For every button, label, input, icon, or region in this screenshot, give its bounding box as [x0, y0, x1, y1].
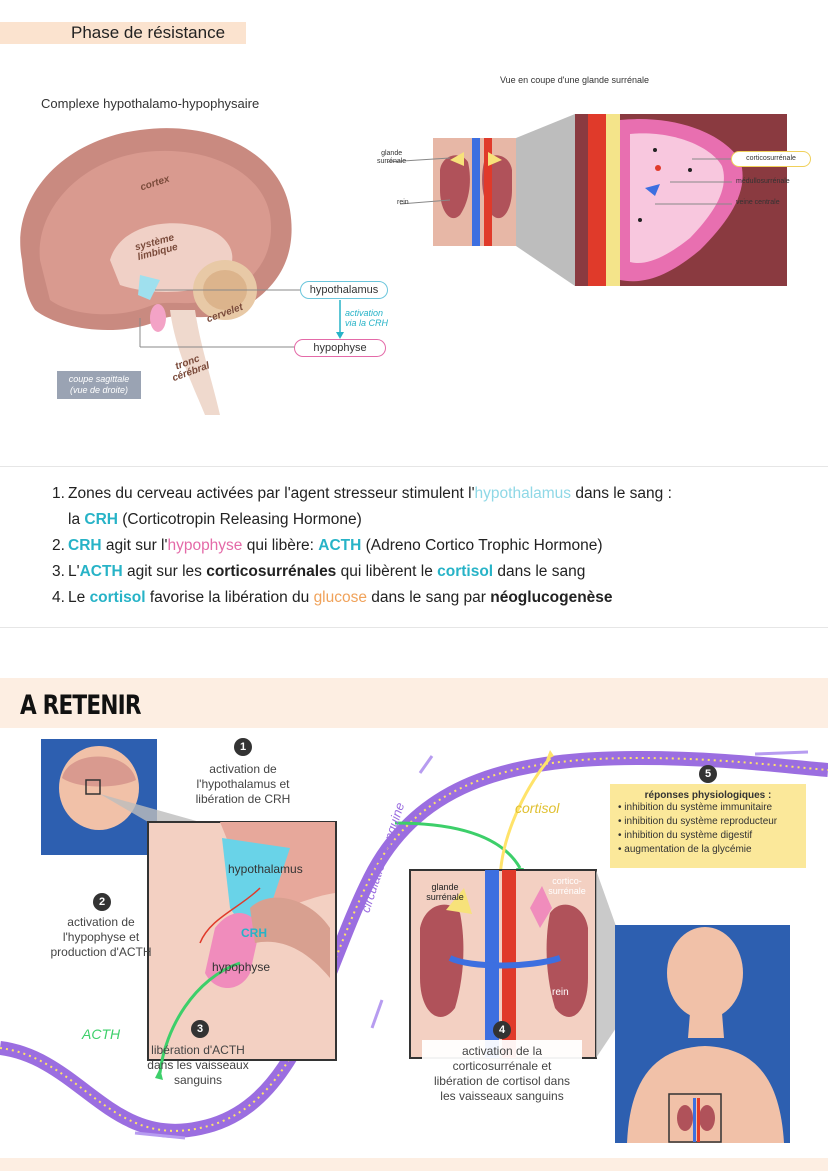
retenir-title: A RETENIR: [20, 690, 141, 721]
medullosurrenale-label: médullosurrénale: [736, 178, 790, 185]
cortisol-label: cortisol: [515, 800, 560, 816]
badge-1: 1: [234, 738, 252, 756]
badge-4: 4: [493, 1021, 511, 1039]
brain-caption-box: coupe sagittale (vue de droite): [57, 371, 141, 399]
step-1: 1.Zones du cerveau activées par l'agent …: [52, 485, 672, 502]
crh-label: CRH: [241, 926, 267, 940]
step-1-cont: la CRH (Corticotropin Releasing Hormone): [68, 511, 362, 528]
step-4: 4.Le cortisol favorise la libération du …: [52, 589, 613, 606]
gland-label: glande surrénale: [426, 882, 464, 902]
acth-label: ACTH: [82, 1026, 121, 1042]
adrenal-illustration: [386, 114, 787, 286]
responses-title: réponses physiologiques :: [644, 790, 772, 801]
hypothalamus-label: hypothalamus: [228, 862, 303, 876]
pituitary-shape: [150, 304, 166, 332]
divider-top: [0, 466, 828, 467]
left-kidney-shape: [440, 155, 470, 219]
section-tag: Phase de résistance: [0, 22, 246, 44]
cortico-label: cortico- surrénale: [548, 876, 586, 896]
kidney-bottom-label: rein: [552, 987, 569, 998]
head-thumbnail: [41, 739, 157, 855]
divider-bottom: [0, 627, 828, 628]
blood-circulation-curve: [0, 750, 828, 1138]
steps-list: 1.Zones du cerveau activées par l'agent …: [52, 481, 792, 611]
body-panel: [615, 925, 790, 1143]
bottom-strip: [0, 1158, 828, 1171]
adrenal-cortex-section: [620, 119, 743, 282]
step2-text: activation de l'hypophyse et production …: [50, 915, 152, 959]
responses-box: réponses physiologiques : • inhibition d…: [610, 784, 806, 868]
badge-3: 3: [191, 1020, 209, 1038]
adrenal-gland-label: glande surrénale: [377, 150, 407, 165]
brain-illustration: [20, 128, 344, 415]
hypothalamus-pill: hypothalamus: [300, 281, 388, 299]
response-item: • inhibition du système immunitaire: [618, 802, 773, 813]
retenir-banner: A RETENIR: [0, 678, 828, 728]
zoom-hypothalamus-panel: [147, 821, 337, 1061]
step4-text: activation de la corticosurrénale et lib…: [433, 1044, 571, 1103]
badge-2: 2: [93, 893, 111, 911]
zoom-adrenal-panel: [409, 869, 597, 1059]
pituitary-label: hypophyse: [212, 960, 271, 974]
kidney-label: rein: [397, 199, 409, 206]
response-item: • inhibition du système digestif: [618, 830, 753, 841]
response-item: • augmentation de la glycémie: [618, 844, 752, 855]
section-title: Phase de résistance: [71, 23, 226, 42]
activation-crh-label: activation via la CRH: [345, 308, 389, 328]
brain-caption: coupe sagittale (vue de droite): [68, 374, 130, 395]
adrenal-figure-title: Vue en coupe d'une glande surrénale: [500, 75, 650, 85]
hypothalamus-shape: [138, 275, 160, 300]
corticosurrenale-pill: corticosurrénale: [731, 151, 811, 167]
step1-text: activation de l'hypothalamus et libérati…: [195, 762, 291, 806]
hpa-axis-diagram: [0, 739, 828, 1143]
step3-text: libération d'ACTH dans les vaisseaux san…: [147, 1043, 249, 1087]
step-2: 2.CRH agit sur l'hypophyse qui libère: A…: [52, 537, 603, 554]
step4-box: [422, 1040, 582, 1112]
step-3: 3.L'ACTH agit sur les corticosurrénales …: [52, 563, 586, 580]
brain-figure-title: Complexe hypothalamo-hypophysaire: [41, 96, 260, 111]
response-item: • inhibition du système reproducteur: [618, 816, 778, 827]
central-vein-label: veine centrale: [736, 199, 780, 206]
pituitary-pill: hypophyse: [294, 339, 386, 357]
badge-5: 5: [699, 765, 717, 783]
brainstem-shape: [170, 310, 220, 415]
